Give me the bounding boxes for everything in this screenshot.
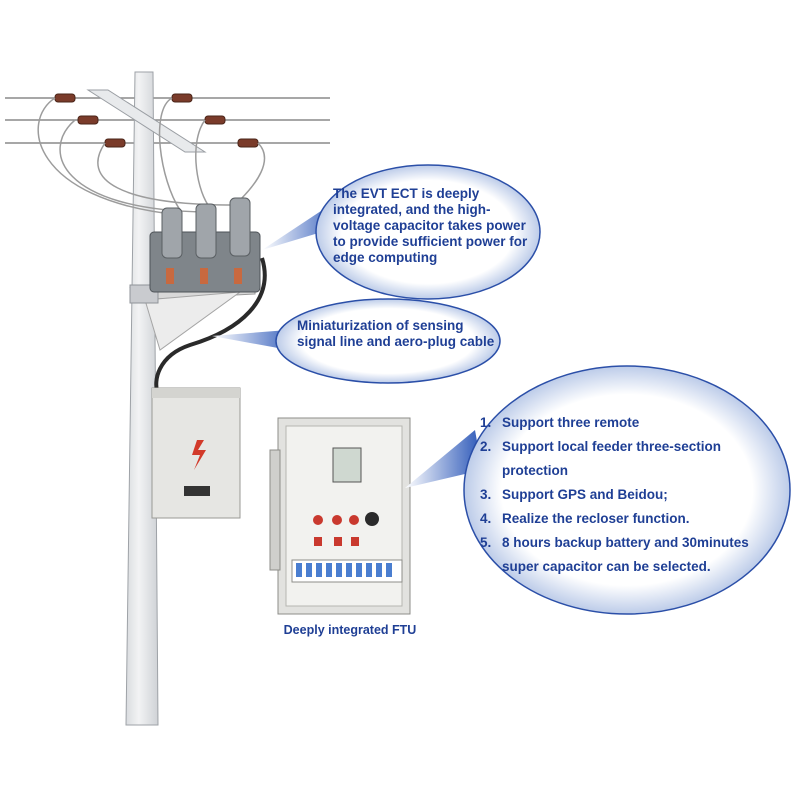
sensor-callout-text: The EVT ECT is deeply integrated, and th… (333, 186, 533, 266)
lightning-bolt-icon (192, 440, 206, 470)
feature-text: Support three remote (502, 415, 640, 430)
ftu-cabinet (269, 417, 411, 615)
feature-item: 3. Support GPS and Beidou; (480, 483, 780, 507)
feature-item: 4. Realize the recloser function. (480, 507, 780, 531)
feature-item: 1. Support three remote (480, 411, 780, 435)
ftu-caption: Deeply integrated FTU (283, 623, 417, 637)
feature-number: 1. (480, 415, 492, 430)
cable-callout-label: Miniaturization of sensing signal line a… (297, 318, 495, 349)
feature-text: 8 hours backup battery and 30minutes sup… (502, 535, 749, 574)
ftu-bubble-tail (405, 430, 482, 488)
sensor-callout-label: The EVT ECT is deeply integrated, and th… (333, 186, 528, 265)
feature-text: Support GPS and Beidou; (502, 487, 668, 502)
feature-list: 1. Support three remote 2. Support local f… (480, 411, 780, 579)
feature-number: 3. (480, 487, 492, 502)
sensor-callout-bubble (315, 164, 541, 300)
feature-number: 2. (480, 439, 492, 454)
drop-wires (37, 97, 266, 216)
feature-number: 4. (480, 511, 492, 526)
features-callout-text: 1. Support three remote 2. Support local f… (480, 411, 780, 579)
feature-text: Realize the recloser function. (502, 511, 690, 526)
ftu-callout-bubble (463, 365, 791, 615)
cable-callout-text: Miniaturization of sensing signal line a… (297, 318, 497, 350)
pole-cabinet (151, 387, 241, 519)
aero-plug-cable (154, 257, 267, 401)
feature-item: 2. Support local feeder three-section pro… (480, 435, 780, 483)
cable-callout-bubble (275, 298, 501, 384)
feature-item: 5. 8 hours backup battery and 30minutes s… (480, 531, 780, 579)
evt-ect-sensors (149, 197, 261, 293)
feature-text: Support local feeder three-section prote… (502, 439, 722, 478)
feature-number: 5. (480, 535, 492, 550)
